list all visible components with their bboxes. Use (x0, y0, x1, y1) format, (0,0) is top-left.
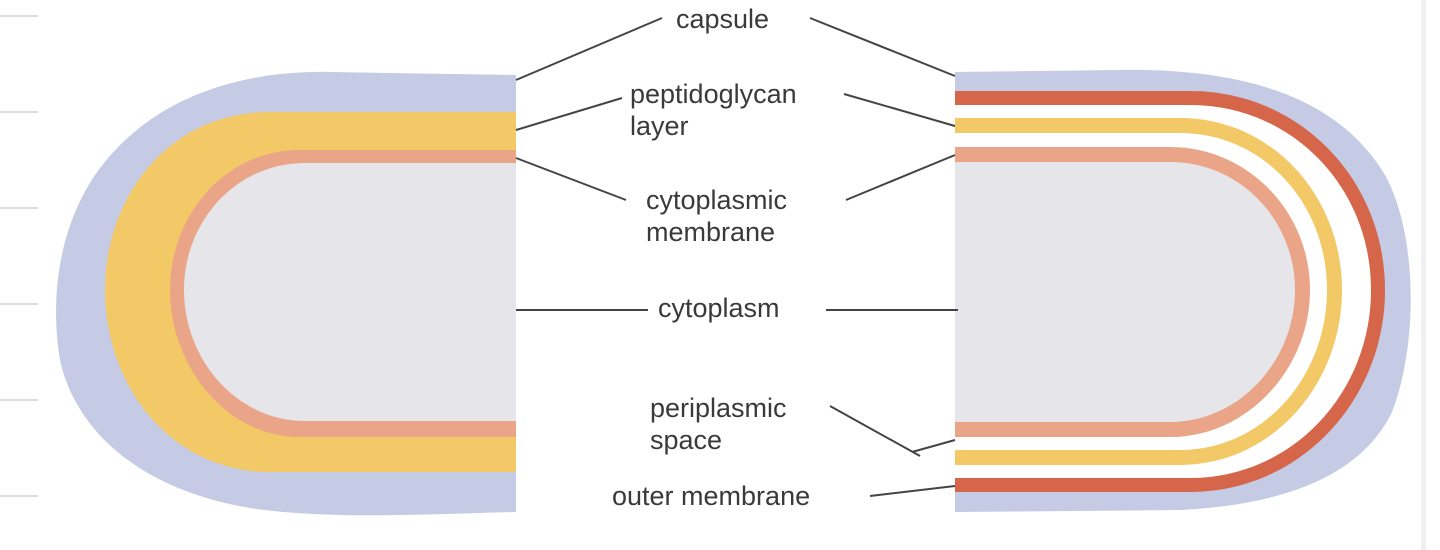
label-periplasmic-line2: space (650, 425, 723, 455)
leader-periplasmic-space-1 (829, 405, 921, 457)
leader-periplasmic-space-2 (911, 439, 956, 453)
leader-peptidoglycan-left (515, 97, 623, 131)
label-peptidoglycan-layer: peptidoglycan layer (630, 78, 797, 142)
label-outer-membrane: outer membrane (612, 480, 810, 512)
cytoplasm-left (184, 163, 516, 421)
label-periplasmic-space: periplasmic space (650, 392, 787, 456)
ruled-line (0, 15, 38, 17)
label-capsule-text: capsule (676, 4, 770, 34)
cytoplasm-right (955, 162, 1295, 422)
label-capsule: capsule (676, 3, 769, 35)
label-cytoplasm-text: cytoplasm (658, 293, 780, 323)
leader-lines (515, 17, 958, 497)
ruled-line (0, 303, 38, 305)
ruled-line (0, 495, 38, 497)
label-cytoplasmic-line1: cytoplasmic (646, 185, 788, 215)
leader-peptidoglycan-right (843, 93, 956, 127)
label-peptidoglycan-line1: peptidoglycan (630, 79, 797, 109)
label-cytoplasmic-membrane: cytoplasmic membrane (646, 184, 787, 248)
label-periplasmic-line1: periplasmic (650, 393, 787, 423)
gram-negative-cell (955, 69, 1411, 513)
page-edge (1421, 0, 1426, 550)
label-cytoplasm: cytoplasm (658, 292, 780, 324)
label-peptidoglycan-line2: layer (630, 111, 689, 141)
leader-outer-membrane (869, 485, 956, 497)
leader-cytoplasmic-membrane-right (845, 154, 956, 201)
label-cytoplasmic-line2: membrane (646, 217, 776, 247)
leader-cytoplasmic-membrane-left (515, 157, 627, 201)
gram-positive-cell (56, 71, 517, 516)
ruled-line (0, 207, 38, 209)
leader-capsule-left (515, 17, 663, 81)
label-outer-membrane-text: outer membrane (612, 481, 811, 511)
ruled-line (0, 111, 38, 113)
ruled-line (0, 399, 38, 401)
leader-capsule-right (809, 17, 956, 77)
